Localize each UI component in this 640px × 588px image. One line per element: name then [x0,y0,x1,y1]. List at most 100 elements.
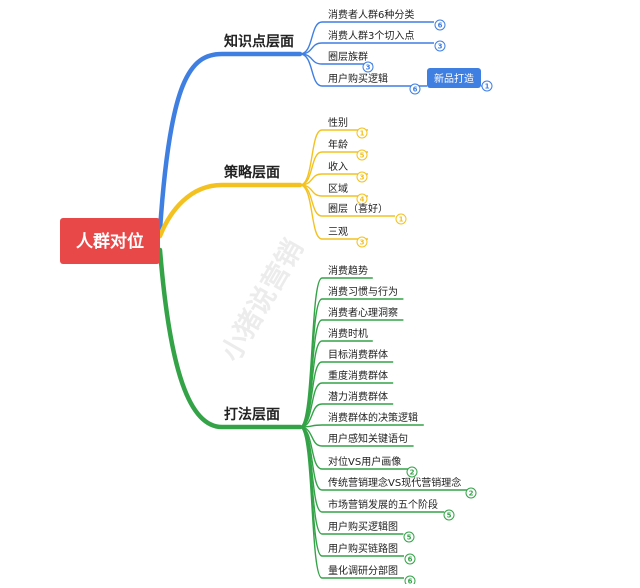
leaf-node-1-1[interactable]: 年龄5 [328,138,368,161]
tag-count-badge [481,80,493,92]
watermark-text: 小猪说营销 [215,235,309,367]
count-badge [404,553,416,565]
count-badge-text: 6 [408,556,413,564]
count-badge [356,193,368,205]
count-badge-text: 6 [408,578,413,585]
leaf-label: 重度消费群体 [328,369,388,382]
leaf-node-2-4[interactable]: 目标消费群体 [328,348,388,361]
leaf-connector [299,340,373,428]
count-badge-text: 1 [399,216,404,224]
leaf-label: 消费时机 [328,327,368,340]
leaf-label: 性别 [328,116,348,129]
leaf-label: 用户购买逻辑 [328,72,388,85]
count-badge [465,487,477,499]
count-badge [356,127,368,139]
count-badge [362,61,374,73]
leaf-label: 年龄 [328,138,348,151]
root-node-label: 人群对位 [76,231,144,252]
leaf-label: 潜力消费群体 [328,390,388,403]
branch-connector-2 [157,247,303,430]
leaf-label: 消费人群3个切入点 [328,29,414,42]
leaf-label: 目标消费群体 [328,348,388,361]
connector-layer [157,21,483,579]
leaf-connector [299,173,368,186]
count-badge-text: 3 [438,43,443,51]
leaf-node-2-7[interactable]: 消费群体的决策逻辑 [328,411,418,424]
leaf-connector [299,21,434,55]
leaf-node-1-3[interactable]: 区域4 [328,182,368,205]
leaf-node-2-0[interactable]: 消费趋势 [328,264,368,277]
leaf-label: 用户购买逻辑图 [328,520,398,533]
leaf-node-2-1[interactable]: 消费习惯与行为 [328,285,398,298]
branch-node-0[interactable]: 知识点层面 [224,33,294,50]
node-layer: 小猪说营销 人群对位 知识点层面消费者人群6种分类6消费人群3个切入点3圈层族群… [60,8,493,587]
leaf-label: 用户购买链路图 [328,542,398,555]
leaf-connector [299,361,394,428]
leaf-label: 市场营销发展的五个阶段 [328,498,438,511]
leaf-connector [299,403,394,428]
count-badge-text: 6 [413,86,418,94]
branch-connector-1 [157,182,303,239]
leaf-connector [299,151,368,186]
leaf-label: 消费趋势 [328,264,368,277]
leaf-node-2-2[interactable]: 消费者心理洞察 [328,306,398,319]
leaf-label: 消费者心理洞察 [328,306,398,319]
leaf-node-2-6[interactable]: 潜力消费群体 [328,390,388,403]
count-badge-text: 5 [447,512,452,520]
leaf-node-0-0[interactable]: 消费者人群6种分类 6 [328,8,446,31]
count-badge [356,236,368,248]
leaf-label: 区域 [328,182,348,195]
count-badge-text: 3 [360,239,365,247]
leaf-node-1-5[interactable]: 三观 3 [328,226,368,248]
branch-label: 策略层面 [223,164,280,181]
tag-label: 新品打造 [434,72,474,85]
tag-node-xinpin[interactable]: 新品打造 1 [427,68,493,92]
leaf-node-2-3[interactable]: 消费时机 [328,327,368,340]
root-node[interactable]: 人群对位 [60,218,160,264]
leaf-connector [299,53,409,87]
count-badge [434,19,446,31]
leaf-label: 圈层族群 [328,50,368,63]
leaf-connector [299,184,368,240]
leaf-label: 消费者人群6种分类 [328,8,414,21]
leaf-node-1-4[interactable]: 圈层（喜好）1 [328,202,407,225]
leaf-node-0-1[interactable]: 消费人群3个切入点 3 [328,29,446,52]
leaf-node-2-13[interactable]: 用户购买链路图 6 [328,542,416,565]
leaf-node-2-5[interactable]: 重度消费群体 [328,369,388,382]
leaf-label: 消费群体的决策逻辑 [328,411,418,424]
count-badge-text: 3 [360,174,365,182]
leaf-label: 对位VS用户画像 [328,455,401,468]
leaf-label: 三观 [328,226,348,238]
leaf-node-2-14[interactable]: 量化调研分部图 6 [328,564,416,587]
branch-node-2[interactable]: 打法层面 [224,406,280,423]
leaf-connector [299,426,404,579]
leaf-node-1-2[interactable]: 收入 3 [328,160,368,183]
leaf-connector [299,129,368,186]
leaf-node-0-3[interactable]: 用户购买逻辑 6 [328,72,421,95]
leaf-label: 收入 [328,160,348,173]
count-badge [443,509,455,521]
count-badge-text: 3 [366,64,371,72]
leaf-label: 用户感知关键语句 [328,432,408,445]
branch-label: 打法层面 [224,406,280,423]
tag-count-badge-text: 1 [485,83,490,91]
branch-node-1[interactable]: 策略层面 [223,164,280,181]
count-badge [403,531,415,543]
count-badge-text: 1 [360,130,365,138]
leaf-node-2-11[interactable]: 市场营销发展的五个阶段 5 [328,498,455,521]
watermark: 小猪说营销 [215,235,309,367]
leaf-connector [299,424,424,428]
count-badge-text: 2 [469,490,474,498]
count-badge [356,149,368,161]
leaf-node-2-8[interactable]: 用户感知关键语句 [328,432,408,445]
leaf-node-1-0[interactable]: 性别 1 [328,116,368,139]
tag-box [427,68,481,88]
leaf-label: 量化调研分部图 [328,564,398,577]
count-badge-text: 6 [438,22,443,30]
